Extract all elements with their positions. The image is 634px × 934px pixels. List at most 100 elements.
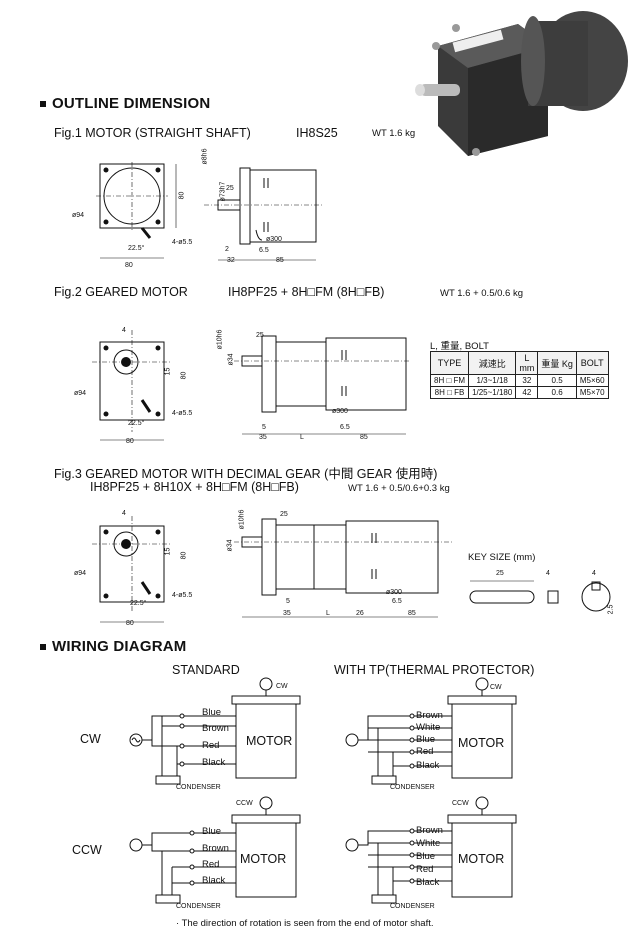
fig2-dim-25: 25 [256,332,264,339]
key-title: KEY SIZE (mm) [468,552,536,563]
spec-table: TYPE 減速比 L mm 重量 Kg BOLT 8H □ FM 1/3~1/1… [429,351,609,399]
fig2-label: Fig.2 GEARED MOTOR [54,285,188,299]
table-header: L mm [515,351,539,375]
wiring-std-cw [129,677,301,785]
tp-ccw-black: Black [416,877,440,888]
tp-wire-red: Red [416,746,434,757]
ccw-condenser-label: CONDENSER [176,903,221,910]
wiring-cw-label: CW [80,732,101,746]
fig2-dim-65: 6.5 [340,424,350,431]
table-header: 重量 Kg [537,351,577,375]
table-cell: 1/25~1/180 [468,386,517,399]
fig3-dim-65: 6.5 [392,598,402,605]
wiring-tp-cw [345,677,517,785]
table-cell: M5×70 [575,386,609,399]
fig2-dim-10: ø10h6 [216,329,224,350]
fig1-dim-80v: 80 [178,191,186,200]
wiring-title: WIRING DIAGRAM [40,638,186,655]
tp-wire-blue: Blue [416,734,436,745]
fig2-front-view [92,330,172,441]
fig3-dim-80h: 80 [126,620,134,627]
fig3-label: Fig.3 GEARED MOTOR WITH DECIMAL GEAR (中間… [54,467,438,481]
table-caption: L, 重量, BOLT [430,341,489,352]
fig2-dim-35: 35 [259,434,267,441]
wire-blue: Blue [202,707,222,718]
tp-ccw-blue: Blue [416,851,436,862]
table-cell: 42 [515,386,539,399]
table-cell: 1/3~1/18 [468,374,517,387]
fig2-dim-L: L [300,434,304,441]
fig1-dim-25: 25 [226,185,234,192]
key-drawing [469,580,611,612]
std-ccw-dir: CCW [236,800,253,807]
fig2-dim-80h: 80 [126,438,134,445]
fig3-model: IH8PF25 + 8H10X + 8H□FM (8H□FB) [90,480,299,494]
ccw-wire-black: Black [202,875,226,886]
tp-motor-label: MOTOR [458,736,505,750]
condenser-label: CONDENSER [176,784,221,791]
fig3-dim-300: ø300 [386,589,402,596]
fig3-dim-25: 25 [280,511,288,518]
fig2-dim-85: 85 [360,434,368,441]
ccw-wire-blue: Blue [202,826,222,837]
fig1-weight: WT 1.6 kg [372,128,416,139]
fig1-dim-85: 85 [276,257,284,264]
fig1-dim-65: 6.5 [259,247,269,254]
table-cell: 8H □ FM [429,374,470,387]
fig3-dim-15: 15 [164,547,172,556]
fig3-side-view [234,518,454,618]
fig1-dim-hole: 4-ø5.5 [172,239,193,246]
fig3-dim-26: 26 [356,610,364,617]
fig2-dim-4: 4 [122,327,126,334]
table-row: 8H □ FB 1/25~1/180 42 0.6 M5×70 [429,386,609,399]
fig2-dim-hole: 4-ø5.5 [172,410,193,417]
fig2-dim-300: ø300 [332,408,348,415]
fig1-label: Fig.1 MOTOR (STRAIGHT SHAFT) [54,126,251,140]
ccw-wire-brown: Brown [202,843,229,854]
ccw-wire-red: Red [202,859,220,870]
table-cell: 8H □ FB [429,386,470,399]
wiring-tp-label: WITH TP(THERMAL PROTECTOR) [334,663,535,677]
wiring-standard-label: STANDARD [172,663,240,677]
fig3-dim-85: 85 [408,610,416,617]
fig3-dim-34: ø34 [226,539,234,552]
tp-wire-white: White [416,722,441,733]
wiring-tp-ccw [345,796,517,904]
table-header: TYPE [429,351,470,375]
wire-red: Red [202,740,220,751]
fig2-dim-94: ø94 [74,390,87,397]
fig3-dim-hole: 4-ø5.5 [172,592,193,599]
fig2-dim-80v: 80 [180,371,188,380]
table-header-row: TYPE 減速比 L mm 重量 Kg BOLT [429,351,609,375]
table-cell: 0.6 [537,386,577,399]
table-header: BOLT [575,351,609,375]
fig1-dim-32: 32 [227,257,235,264]
fig1-dim-angle: 22.5° [128,245,145,252]
table-cell: M5×60 [575,374,609,387]
fig3-dim-80v: 80 [180,551,188,560]
fig2-model: IH8PF25 + 8H□FM (8H□FB) [228,285,385,299]
tp-cw-dir: CW [490,684,502,691]
fig2-dim-34: ø34 [227,353,235,366]
outline-title: OUTLINE DIMENSION [40,95,210,112]
fig1-dim-300: ø300 [266,236,282,243]
key-dim-h: 4 [592,570,596,577]
fig3-dim-5: 5 [286,598,290,605]
tp-condenser-label: CONDENSER [390,784,435,791]
fig3-dim-L: L [326,610,330,617]
fig1-side-view [204,167,322,261]
tp-ccw-motor-label: MOTOR [458,852,505,866]
tp-ccw-red: Red [416,864,434,875]
key-dim-w: 4 [546,570,550,577]
fig2-weight: WT 1.6 + 0.5/0.6 kg [440,288,523,299]
fig1-dim-73: ø73h7 [219,181,227,202]
table-row: 8H □ FM 1/3~1/18 32 0.5 M5×60 [429,374,609,387]
fig2-dim-angle: 22.5° [128,420,145,427]
tp-ccw-condenser-label: CONDENSER [390,903,435,910]
wiring-ccw-label: CCW [72,843,102,857]
fig3-front-view [92,516,172,623]
fig1-front-view [96,162,177,259]
fig2-side-view [234,335,410,435]
fig1-dim-2: 2 [225,246,229,253]
fig1-dim-8: ø8h6 [201,148,209,165]
